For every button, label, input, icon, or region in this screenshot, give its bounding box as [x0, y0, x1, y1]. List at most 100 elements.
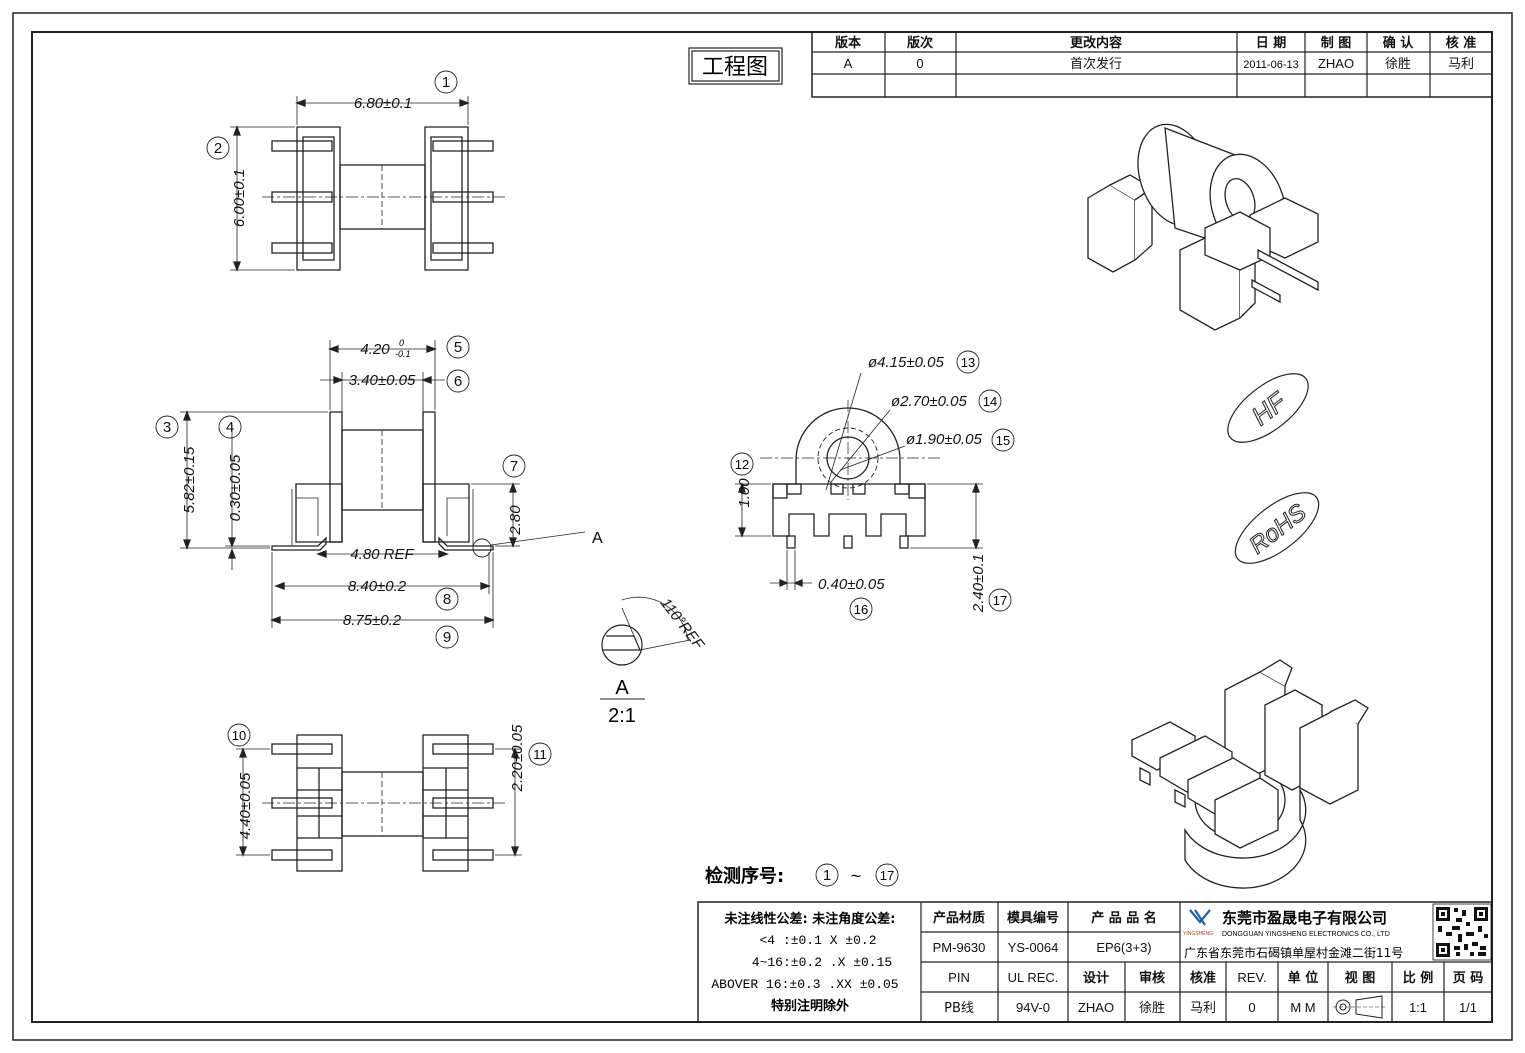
balloon-2: 2: [214, 140, 222, 157]
tolerance-line-3: ABOVER 16:±0.3 .XX ±0.05: [711, 977, 898, 992]
rohs-logo: RoHS: [1234, 492, 1320, 564]
tolerance-line-1: <4 :±0.1 X ±0.2: [759, 933, 876, 948]
balloon-12: 12: [735, 457, 749, 472]
balloon-6: 6: [454, 373, 462, 390]
tb-header-view: 视 图: [1345, 970, 1376, 986]
balloon-1: 1: [442, 74, 450, 91]
balloon-14: 14: [983, 394, 997, 409]
rev-value-confirm: 徐胜: [1385, 57, 1411, 72]
rev-value-drawn: ZHAO: [1318, 56, 1354, 71]
dim-420-tol-lower: -0.1: [395, 349, 411, 359]
tb-header-design: 设计: [1083, 970, 1109, 986]
inspection-label: 检测序号:: [705, 865, 784, 887]
company-brand: YINGSHENG: [1183, 931, 1213, 937]
inspection-note: 检测序号: 1 ~ 17: [705, 863, 899, 887]
title-block-text: 产品材质 模具编号 产 品 品 名 PM-9630 YS-0064 EP6(3+…: [933, 910, 1484, 1016]
tb-header-ul: UL REC.: [1008, 970, 1059, 985]
qr-code-icon: [1432, 903, 1492, 961]
hf-logo: HF: [1227, 373, 1309, 443]
balloon-labels: 1 2 3 4 5 6 7 8 9 10 11 12 13 14 15 16 1…: [163, 74, 1010, 762]
stamp-text: 工程图: [702, 55, 768, 80]
tolerance-title: 未注线性公差: 未注角度公差:: [724, 911, 896, 927]
balloon-13: 13: [961, 355, 975, 370]
tb-value-design: ZHAO: [1078, 1000, 1114, 1015]
detail-a-view: [600, 596, 691, 700]
balloon-8: 8: [443, 591, 451, 608]
company-name-cn: 东莞市盈晟电子有限公司: [1222, 909, 1387, 927]
rev-value-date: 2011-06-13: [1243, 59, 1298, 71]
tb-value-review: 徐胜: [1139, 1001, 1165, 1016]
tb-value-name: EP6(3+3): [1096, 940, 1151, 955]
tb-header-scale: 比 例: [1403, 970, 1434, 986]
dim-875: 8.75±0.2: [343, 612, 402, 629]
dim-240: 2.40±0.1: [970, 554, 987, 613]
rev-header-approve: 核 准: [1446, 35, 1477, 51]
tolerance-notes: 未注线性公差: 未注角度公差: <4 :±0.1 X ±0.2 4~16:±0.…: [711, 911, 898, 1014]
dim-440: 4.40±0.05: [237, 772, 254, 839]
revision-table: [811, 31, 1493, 98]
revision-table-text: 版本 版次 更改内容 日 期 制 图 确 认 核 准 A 0 首次发行 2011…: [835, 35, 1476, 72]
tb-value-approve: 马利: [1190, 1001, 1216, 1016]
dim-top-width: 6.80±0.1: [354, 95, 412, 112]
dim-582: 5.82±0.15: [181, 446, 198, 513]
company-block: YINGSHENG 东莞市盈晟电子有限公司 DONGGUAN YINGSHENG…: [1183, 909, 1403, 960]
balloon-10: 10: [232, 728, 246, 743]
title-block-grid: [697, 901, 1493, 1023]
rohs-logo-text: RoHS: [1244, 499, 1311, 560]
tolerance-line-4: 特别注明除外: [771, 998, 849, 1014]
rev-value-approve: 马利: [1448, 57, 1474, 72]
tb-value-material: PM-9630: [933, 940, 986, 955]
bottom-view: [236, 734, 522, 872]
company-logo-icon: [1189, 909, 1211, 926]
detail-callout-a: A: [592, 530, 603, 547]
dim-840: 8.40±0.2: [348, 578, 407, 595]
rev-header-confirm: 确 认: [1383, 35, 1415, 51]
tb-value-unit: M M: [1290, 1000, 1315, 1015]
tb-header-material: 产品材质: [933, 910, 985, 926]
tb-value-mold: YS-0064: [1008, 940, 1059, 955]
dim-100: 1.00: [736, 478, 753, 508]
inspection-sep: ~: [851, 866, 862, 886]
tb-header-pin: PIN: [948, 970, 970, 985]
tb-header-approve: 核准: [1190, 970, 1216, 986]
tb-header-review: 审核: [1139, 970, 1165, 986]
tb-value-scale: 1:1: [1409, 1000, 1427, 1015]
balloon-3: 3: [163, 419, 171, 436]
company-address: 广东省东莞市石碣镇单屋村金滩二街11号: [1184, 945, 1403, 960]
drawing-type-stamp: 工程图: [688, 47, 783, 85]
front-view: [180, 340, 586, 628]
dim-280: 2.80: [507, 505, 524, 536]
balloon-15: 15: [996, 433, 1010, 448]
detail-a-scale: 2:1: [608, 705, 636, 727]
dim-dia-270: ø2.70±0.05: [891, 393, 967, 410]
detail-a-label: A: [615, 677, 629, 699]
isometric-view-bottom: [1131, 659, 1369, 889]
tb-header-rev: REV.: [1237, 970, 1266, 985]
rev-header-drawn: 制 图: [1321, 35, 1352, 51]
balloon-5: 5: [454, 339, 462, 356]
tolerance-line-2: 4~16:±0.2 .X ±0.15: [752, 955, 892, 970]
tb-value-page: 1/1: [1459, 1000, 1477, 1015]
isometric-view-top: [1087, 123, 1319, 331]
balloon-4: 4: [226, 419, 234, 436]
tb-header-name: 产 品 品 名: [1091, 910, 1157, 926]
rev-header-version: 版本: [835, 35, 861, 51]
dim-top-height: 6.00±0.1: [231, 169, 248, 227]
projection-symbol-icon: [1333, 995, 1386, 1019]
rev-value-version: A: [844, 56, 853, 71]
tb-value-rev: 0: [1248, 1000, 1255, 1015]
rev-header-change: 更改内容: [1070, 35, 1122, 51]
tb-value-ul: 94V-0: [1016, 1000, 1050, 1015]
tb-header-unit: 单 位: [1288, 970, 1319, 986]
balloon-16: 16: [854, 602, 868, 617]
tb-value-pin: PB线: [944, 1001, 974, 1016]
rev-header-date: 日 期: [1256, 36, 1287, 51]
inspection-to: 17: [880, 868, 894, 883]
balloons: [155, 70, 1015, 766]
inspection-from: 1: [823, 867, 831, 884]
dim-dia-415: ø4.15±0.05: [868, 354, 944, 371]
outer-border: [12, 12, 1513, 1041]
dim-040: 0.40±0.05: [818, 576, 885, 593]
side-view: [735, 372, 983, 590]
